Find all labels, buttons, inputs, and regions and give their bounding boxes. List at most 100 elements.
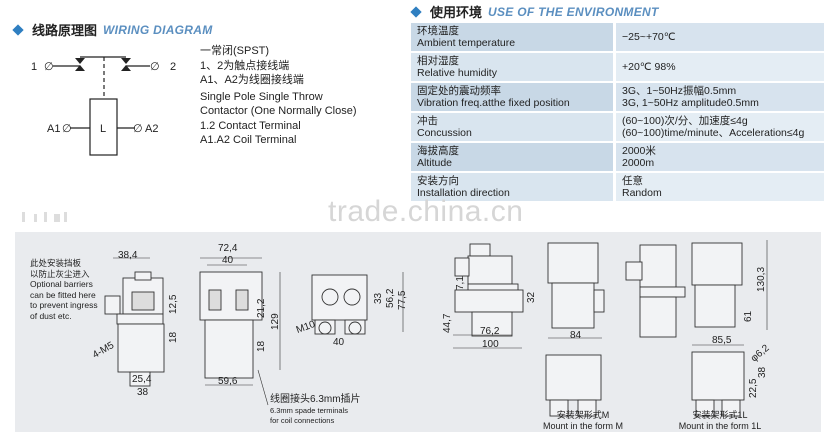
dimension-label: 130,3	[756, 266, 767, 292]
dimension-label: 77,5	[397, 290, 408, 310]
environment-title-en: USE OF THE ENVIRONMENT	[488, 4, 659, 19]
note-line: Optional barriers	[30, 279, 93, 289]
param-en: Ambient temperature	[417, 37, 516, 49]
wiring-line: 1、2为触点接线端	[200, 59, 290, 72]
dimension-label: 38	[757, 366, 768, 378]
caption-mount-m: 安装架形式M Mount in the form M	[528, 410, 638, 432]
coil-a2-label: A2	[145, 123, 158, 135]
param-cn: 冲击	[417, 115, 438, 127]
value: −25~+70℃	[622, 31, 676, 43]
note-line: 线圈接头6.3mm插片	[270, 394, 361, 405]
dimension-label: 38,4	[118, 250, 138, 261]
dimension-label: 76,2	[480, 326, 500, 337]
dimension-label: 25,4	[132, 374, 152, 385]
svg-text:∅: ∅	[62, 123, 72, 135]
dimension-label: 100	[482, 339, 499, 350]
note-line: 以防止灰尘进入	[30, 268, 90, 279]
param-cn: 相对湿度	[417, 55, 459, 67]
environment-title-cn: 使用环境	[430, 5, 483, 20]
caption-en: Mount in the form M	[542, 421, 624, 431]
value: 2000m	[622, 157, 655, 169]
dimension-label: 12,5	[168, 294, 179, 314]
param-cn: 安装方向	[417, 175, 459, 187]
wiring-line: 一常闭(SPST)	[200, 45, 270, 57]
param-cn: 环境温度	[417, 25, 459, 37]
dimension-label: 84	[570, 330, 582, 341]
wiring-line: A1、A2为线圈接线端	[200, 74, 304, 86]
wiring-description: 一常闭(SPST) 1、2为触点接线端 A1、A2为线圈接线端 Single P…	[200, 44, 357, 148]
dimension-label: 7,1	[455, 276, 466, 290]
value: +20℃ 98%	[622, 61, 676, 73]
dimension-label: 22,5	[748, 378, 759, 398]
barrier-note: 此处安装挡板 以防止灰尘进入 Optional barriers can be …	[30, 258, 98, 321]
dimension-label: 61	[743, 310, 754, 322]
wiring-line: A1.A2 Coil Terminal	[200, 134, 297, 146]
note-line: of dust etc.	[30, 310, 72, 321]
value: 2000米	[622, 145, 656, 157]
dimension-label: 72,4	[218, 243, 238, 254]
wiring-title-cn: 线路原理图	[32, 23, 98, 38]
caption-cn: 安装架形式M	[556, 410, 610, 420]
wiring-line: Single Pole Single Throw	[200, 90, 323, 103]
param-en: Vibration freq.atthe fixed position	[417, 97, 570, 109]
coil-label: L	[100, 123, 106, 135]
param-en: Installation direction	[417, 187, 510, 199]
dimension-label: 32	[526, 291, 537, 303]
param-en: Altitude	[417, 157, 453, 169]
wiring-line: 1.2 Contact Terminal	[200, 119, 301, 132]
terminal-2-label: 2	[170, 61, 176, 73]
dimension-label: 129	[270, 313, 281, 330]
wiring-line: Contactor (One Normally Close)	[200, 105, 357, 117]
dimension-label: 40	[222, 255, 234, 266]
value: Random	[622, 187, 662, 199]
caption-cn: 安装架形式1L	[692, 410, 748, 420]
dimension-label: 56,2	[385, 288, 396, 308]
param-cn: 固定处的震动频率	[417, 85, 501, 97]
note-line: 6.3mm spade terminals	[270, 405, 348, 415]
value: (60~100)time/minute、Acceleration≤4g	[622, 127, 805, 139]
dimension-label: 21,2	[256, 298, 267, 318]
param-cn: 海拔高度	[417, 145, 459, 157]
svg-text:∅: ∅	[44, 61, 54, 73]
dimension-label: 38	[137, 387, 149, 398]
svg-text:∅: ∅	[133, 123, 143, 135]
caption-en: Mount in the form 1L	[678, 421, 762, 431]
svg-text:∅: ∅	[150, 61, 160, 73]
dimension-label: 33	[373, 292, 384, 304]
dimension-label: 18	[256, 340, 267, 352]
coil-a1-label: A1	[47, 123, 60, 135]
value: 3G, 1~50Hz amplitude0.5mm	[622, 97, 759, 109]
dimension-label: 85,5	[712, 335, 732, 346]
dimension-label: 44,7	[442, 313, 453, 333]
watermark: trade.china.cn	[328, 195, 524, 228]
value: 任意	[622, 175, 643, 187]
value: (60~100)次/分、加速度≤4g	[622, 115, 748, 127]
caption-mount-1l: 安装架形式1L Mount in the form 1L	[665, 410, 775, 432]
note-line: 此处安装挡板	[30, 258, 82, 268]
param-en: Relative humidity	[417, 67, 497, 79]
param-en: Concussion	[417, 127, 472, 139]
dimension-label: 18	[168, 331, 179, 343]
note-line: to prevent ingress	[30, 300, 98, 310]
value: 3G、1~50Hz振幅0.5mm	[622, 85, 737, 97]
wiring-title-en: WIRING DIAGRAM	[103, 22, 213, 37]
wiring-diagram: 1 ∅ ∅ 2 L A1 ∅ ∅ A2	[31, 56, 176, 156]
note-line: can be fitted here	[30, 289, 96, 300]
note-line: for coil connections	[270, 416, 335, 425]
watermark-marks	[22, 212, 67, 222]
terminal-1-label: 1	[31, 61, 37, 73]
dimension-label: 59,6	[218, 376, 238, 387]
spade-terminal-note: 线圈接头6.3mm插片 6.3mm spade terminals for co…	[270, 394, 361, 427]
wiring-section-header: 线路原理图 WIRING DIAGRAM	[12, 20, 213, 39]
environment-section-header: 使用环境 USE OF THE ENVIRONMENT	[410, 2, 659, 21]
dimension-label: 40	[333, 337, 345, 348]
